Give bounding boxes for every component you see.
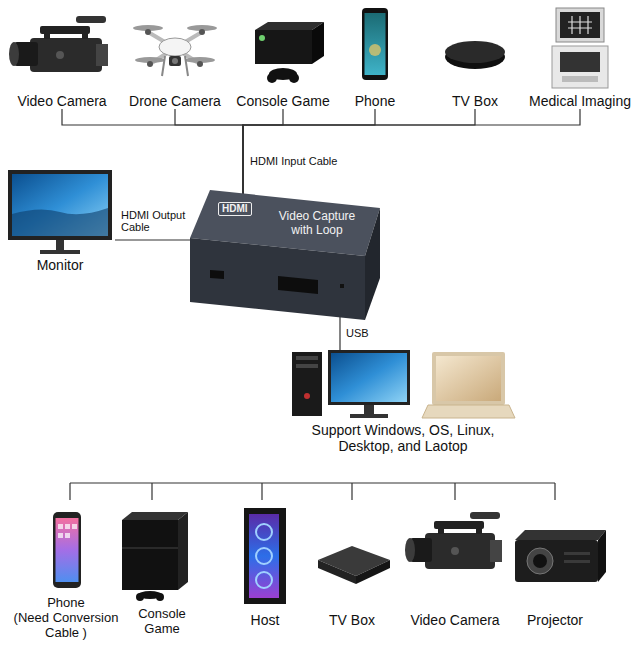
device-face [365,208,380,320]
device-node: TV Box [302,500,402,628]
cable-connector [243,109,375,194]
device-node: Video Camera [12,5,112,109]
cable-label: HDMI Input Cable [250,155,337,168]
device-node: Phone [325,5,425,109]
device-node: Host [215,500,315,628]
cable-connector [243,109,580,194]
xbox-console-icon [255,22,324,83]
monitor-icon [8,170,112,254]
phone-icon [53,512,81,588]
phone-icon [362,8,388,80]
device-node: Monitor [5,165,115,273]
capture-device: HDMI Video Capture with Loop [190,190,380,320]
device-label: Phone [325,93,425,109]
device-label: Medical Imaging [525,93,635,109]
device-label: Phone [7,596,125,611]
video-camera-icon [9,16,108,72]
device-label: TV Box [425,93,525,109]
cable-connector [339,317,340,350]
projector-icon [515,530,606,582]
device-node: TV Box [425,5,525,109]
device-node: Support Windows, OS, Linux, Desktop, and… [286,350,521,454]
cable-connector [62,109,243,194]
desktop-monitor-icon [328,350,410,418]
device-label: Support Windows, OS, Linux, Desktop, and… [301,422,506,454]
device-node: Drone Camera [125,5,225,109]
device-label: Console Game [127,607,197,637]
device-node: Console Game [127,500,197,637]
cable-connector [243,109,475,194]
device-node: Projector [505,500,605,628]
medical-imaging-icon [552,8,608,88]
device-label: Monitor [5,257,115,273]
tv-box-icon [318,546,390,584]
device-face [278,276,318,294]
device-face [190,238,365,320]
device-label: TV Box [302,612,402,628]
device-node: Console Game [233,5,333,109]
cable-connector [243,109,283,194]
tv-box-icon [445,41,505,69]
device-label: Host [215,612,315,628]
device-caption: Video Capture with Loop [272,210,362,238]
laptop-icon [422,352,515,418]
device-face [340,284,344,288]
device-label: Console Game [233,93,333,109]
video-camera-icon [405,512,502,569]
bus-wires [70,483,555,500]
cable-connector [175,109,243,194]
device-label: Projector [505,612,605,628]
brand-logo: HDMI [218,202,252,216]
device-node: Medical Imaging [525,5,635,109]
pc-tower-icon [292,352,322,416]
device-label: Video Camera [12,93,112,109]
device-label: (Need Conversion Cable ) [7,611,125,641]
ps-console-icon [122,512,188,601]
drone-icon [133,25,217,76]
device-label: Drone Camera [125,93,225,109]
cable-label: USB [346,327,369,340]
device-label: Video Camera [405,612,505,628]
device-node: Video Camera [405,500,505,628]
device-node: Phone(Need Conversion Cable ) [7,500,125,641]
host-pc-icon [244,508,286,604]
cable-connector [115,239,190,240]
cable-label: HDMI Output Cable [121,209,189,234]
device-face [210,270,224,279]
